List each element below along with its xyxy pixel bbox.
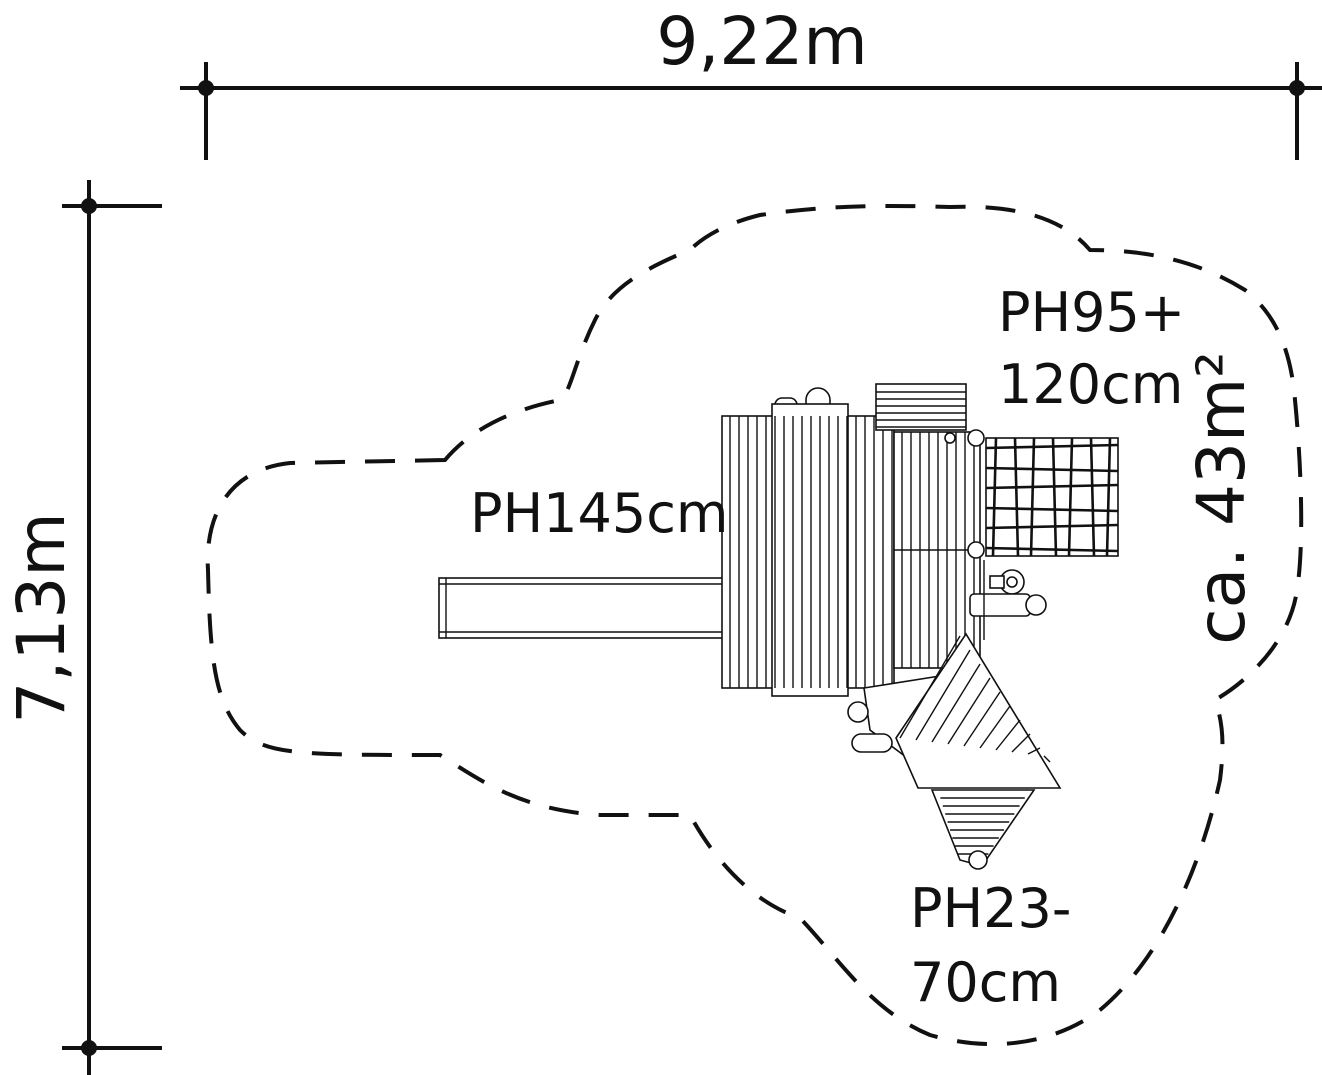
depth-dimension: 7,13m [3, 180, 162, 1075]
ramp-planks [940, 797, 1025, 855]
area-label: ca. 43m² [1183, 351, 1260, 644]
plank-line [899, 635, 961, 739]
net-grid [985, 437, 1119, 557]
lower-structure [847, 632, 1062, 870]
plank-line [1013, 437, 1020, 557]
plank-line [995, 719, 1021, 751]
plank-line [991, 437, 998, 557]
ladder-rungs [876, 391, 966, 428]
plank-line [1105, 437, 1112, 557]
plank-line [1089, 437, 1096, 557]
angled-roof [895, 632, 1062, 789]
width-dot-left [198, 80, 214, 96]
width-dot-right [1289, 80, 1305, 96]
plank-line [985, 506, 1119, 513]
net-frame [985, 437, 1119, 557]
angled-roof-planks [899, 635, 1051, 763]
plank-line [947, 677, 991, 745]
telescope-icon [969, 593, 1031, 617]
depth-dot-top [81, 198, 97, 214]
plank-line [985, 443, 1119, 450]
post-mid [967, 541, 985, 559]
climbing-net [985, 437, 1119, 557]
depth-dot-bottom [81, 1040, 97, 1056]
net-platform-height-label-line1: PH95+ [998, 281, 1185, 344]
plank-line [1011, 733, 1031, 753]
plank-line [985, 523, 1119, 530]
slide [438, 577, 725, 639]
plank-line [979, 705, 1011, 749]
post-small [944, 432, 956, 444]
plank-line [1043, 755, 1051, 763]
plank-line [1067, 437, 1074, 557]
net-platform-height-label-line2: 120cm [998, 353, 1183, 416]
main-tower [721, 387, 985, 697]
side-fittings [969, 560, 1047, 640]
ladder-frame [875, 383, 967, 431]
plank-line [1051, 437, 1058, 557]
post-top [967, 429, 985, 447]
connector-post [851, 733, 893, 753]
plank-line [931, 663, 981, 743]
connector-wheel-icon [847, 701, 869, 723]
main-platform-height-label: PH145cm [470, 482, 729, 545]
plank-line [985, 483, 1119, 490]
top-ladder [875, 383, 967, 431]
plank-line [985, 546, 1119, 553]
plank-line [1027, 747, 1041, 755]
width-dimension: 9,22m [180, 3, 1322, 160]
plank-line [963, 691, 1001, 747]
plank-line [985, 466, 1119, 473]
plank-line [915, 649, 971, 741]
ramp-height-label-line2: 70cm [910, 951, 1061, 1014]
ramp-post [968, 850, 988, 870]
ramp-height-label-line1: PH23- [910, 877, 1071, 940]
slide-chute [438, 577, 725, 639]
tower-planks [729, 416, 893, 688]
depth-label: 7,13m [3, 512, 80, 723]
plank-line [1029, 437, 1036, 557]
width-label: 9,22m [656, 3, 867, 80]
